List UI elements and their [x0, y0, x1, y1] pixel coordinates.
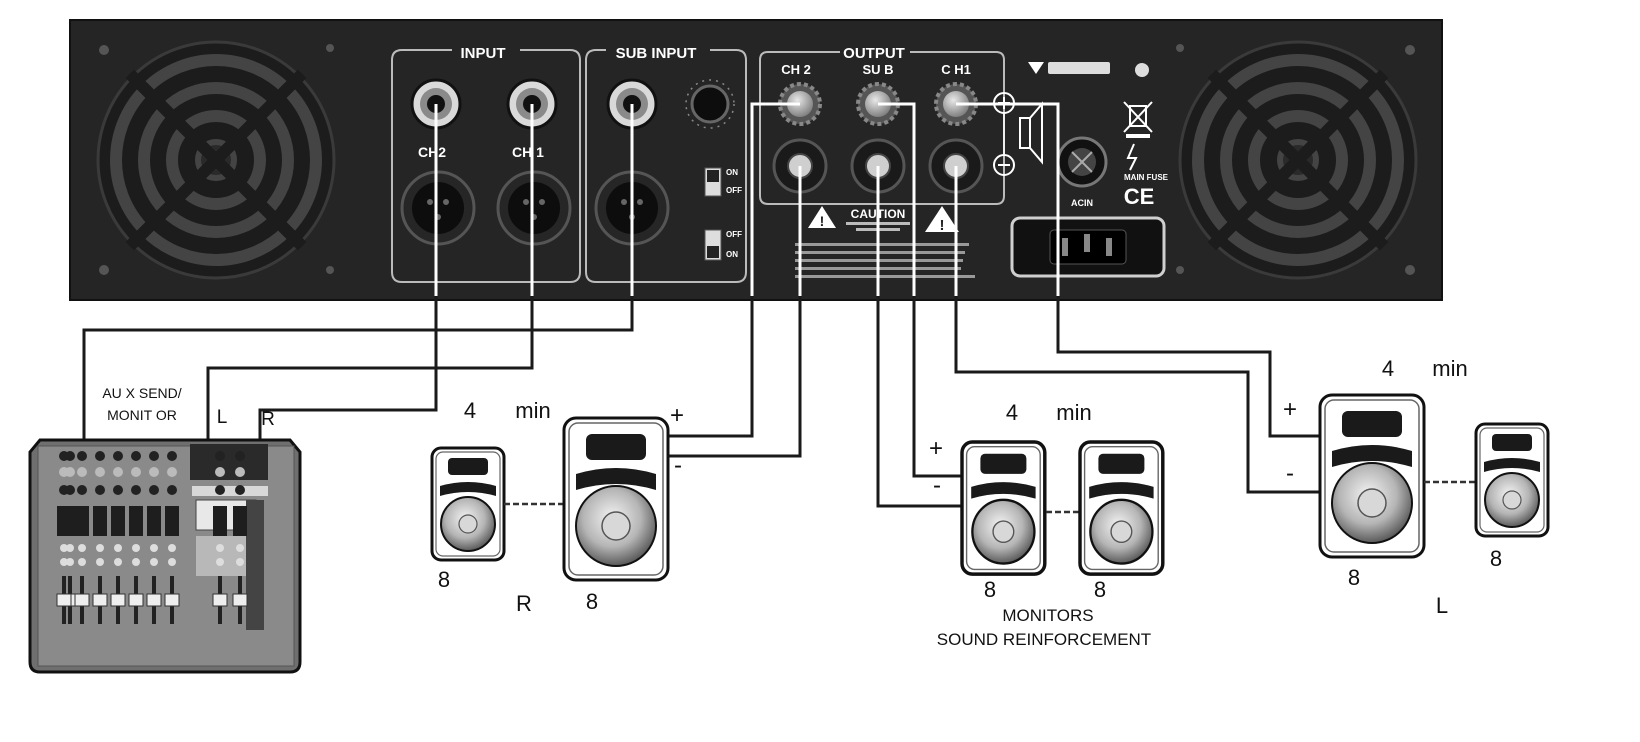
right-minus-sign: - — [674, 452, 682, 479]
left-small-speaker — [1474, 422, 1550, 538]
cooling-fan-left — [98, 42, 334, 278]
sub-input-section-label: SUB INPUT — [616, 45, 697, 62]
input-cables — [82, 104, 634, 448]
fuse-holder[interactable] — [1056, 136, 1108, 188]
sub-input-section-frame — [585, 49, 747, 283]
right-speaker-cables — [666, 102, 802, 458]
right-impedance-min: min — [515, 398, 550, 423]
monitor-speaker-2 — [1078, 440, 1165, 576]
left-main-speaker — [1318, 393, 1426, 559]
sub-speaker-cables — [876, 102, 962, 508]
right-small-impedance: 8 — [438, 567, 450, 592]
sound-reinforcement-caption: SOUND REINFORCEMENT — [937, 630, 1151, 649]
output-section-frame — [759, 51, 1005, 205]
left-impedance-min: min — [1432, 356, 1467, 381]
weee-bin-icon — [1123, 101, 1153, 138]
output-ch2-label: CH 2 — [781, 62, 811, 77]
caution-warning-icon: ! ! — [808, 206, 959, 234]
right-impedance-4: 4 — [464, 398, 476, 423]
right-main-speaker — [562, 416, 670, 582]
monitor-speaker-1 — [960, 440, 1047, 576]
limiter-on-label: ON — [726, 250, 738, 259]
mixer-right-label: R — [261, 409, 275, 430]
limiter-off-label: OFF — [726, 230, 742, 239]
left-speaker-cables — [954, 102, 1320, 494]
monitor-impedance-4: 4 — [1006, 400, 1018, 425]
filter-on-label: ON — [726, 168, 738, 177]
monitor-plus-sign: + — [929, 435, 943, 462]
monitors-caption: MONITORS — [1002, 606, 1093, 625]
mixer-channel-strips — [56, 450, 248, 625]
input-ch1-xlr[interactable] — [496, 170, 572, 246]
monitor-1-impedance: 8 — [984, 577, 996, 602]
right-channel-label: R — [516, 591, 532, 616]
left-small-impedance: 8 — [1490, 546, 1502, 571]
output-section-label: OUTPUT — [843, 45, 905, 62]
left-minus-sign: - — [1286, 460, 1294, 487]
input-section-frame — [391, 49, 581, 283]
sub-level-knob[interactable] — [685, 79, 735, 129]
output-ch1-label: C H1 — [941, 62, 971, 77]
monitor-minus-sign: - — [933, 472, 941, 499]
cooling-fan-right — [1180, 42, 1416, 278]
aux-send-label-line1: AU X SEND/ — [102, 385, 181, 401]
ac-power-inlet[interactable] — [1010, 216, 1166, 278]
lightning-icon — [1126, 143, 1138, 171]
left-impedance-4: 4 — [1382, 356, 1394, 381]
input-ch2-xlr[interactable] — [400, 170, 476, 246]
output-sub-label: SU B — [862, 62, 893, 77]
brand-logo-icon — [1028, 62, 1149, 77]
svg-text:!: ! — [820, 213, 825, 229]
mixer-console — [28, 438, 302, 674]
svg-text:!: ! — [940, 217, 945, 234]
ce-mark: CE — [1124, 184, 1155, 209]
main-fuse-label: MAIN FUSE — [1124, 173, 1169, 182]
right-plus-sign: + — [670, 402, 684, 429]
left-main-impedance: 8 — [1348, 565, 1360, 590]
left-channel-label: L — [1436, 593, 1448, 618]
input-ch2-label: CH2 — [418, 144, 446, 160]
filter-switch[interactable] — [704, 167, 722, 197]
mixer-left-label: L — [217, 407, 228, 428]
monitor-impedance-min: min — [1056, 400, 1091, 425]
aux-send-label-line2: MONIT OR — [107, 407, 177, 423]
left-plus-sign: + — [1283, 396, 1297, 423]
ac-in-label: ACIN — [1071, 198, 1093, 208]
input-section-label: INPUT — [461, 45, 506, 62]
filter-off-label: OFF — [726, 186, 742, 195]
monitor-2-impedance: 8 — [1094, 577, 1106, 602]
input-ch1-label: CH 1 — [512, 144, 544, 160]
right-main-impedance: 8 — [586, 589, 598, 614]
limiter-switch[interactable] — [704, 229, 722, 261]
right-small-speaker — [430, 446, 506, 562]
